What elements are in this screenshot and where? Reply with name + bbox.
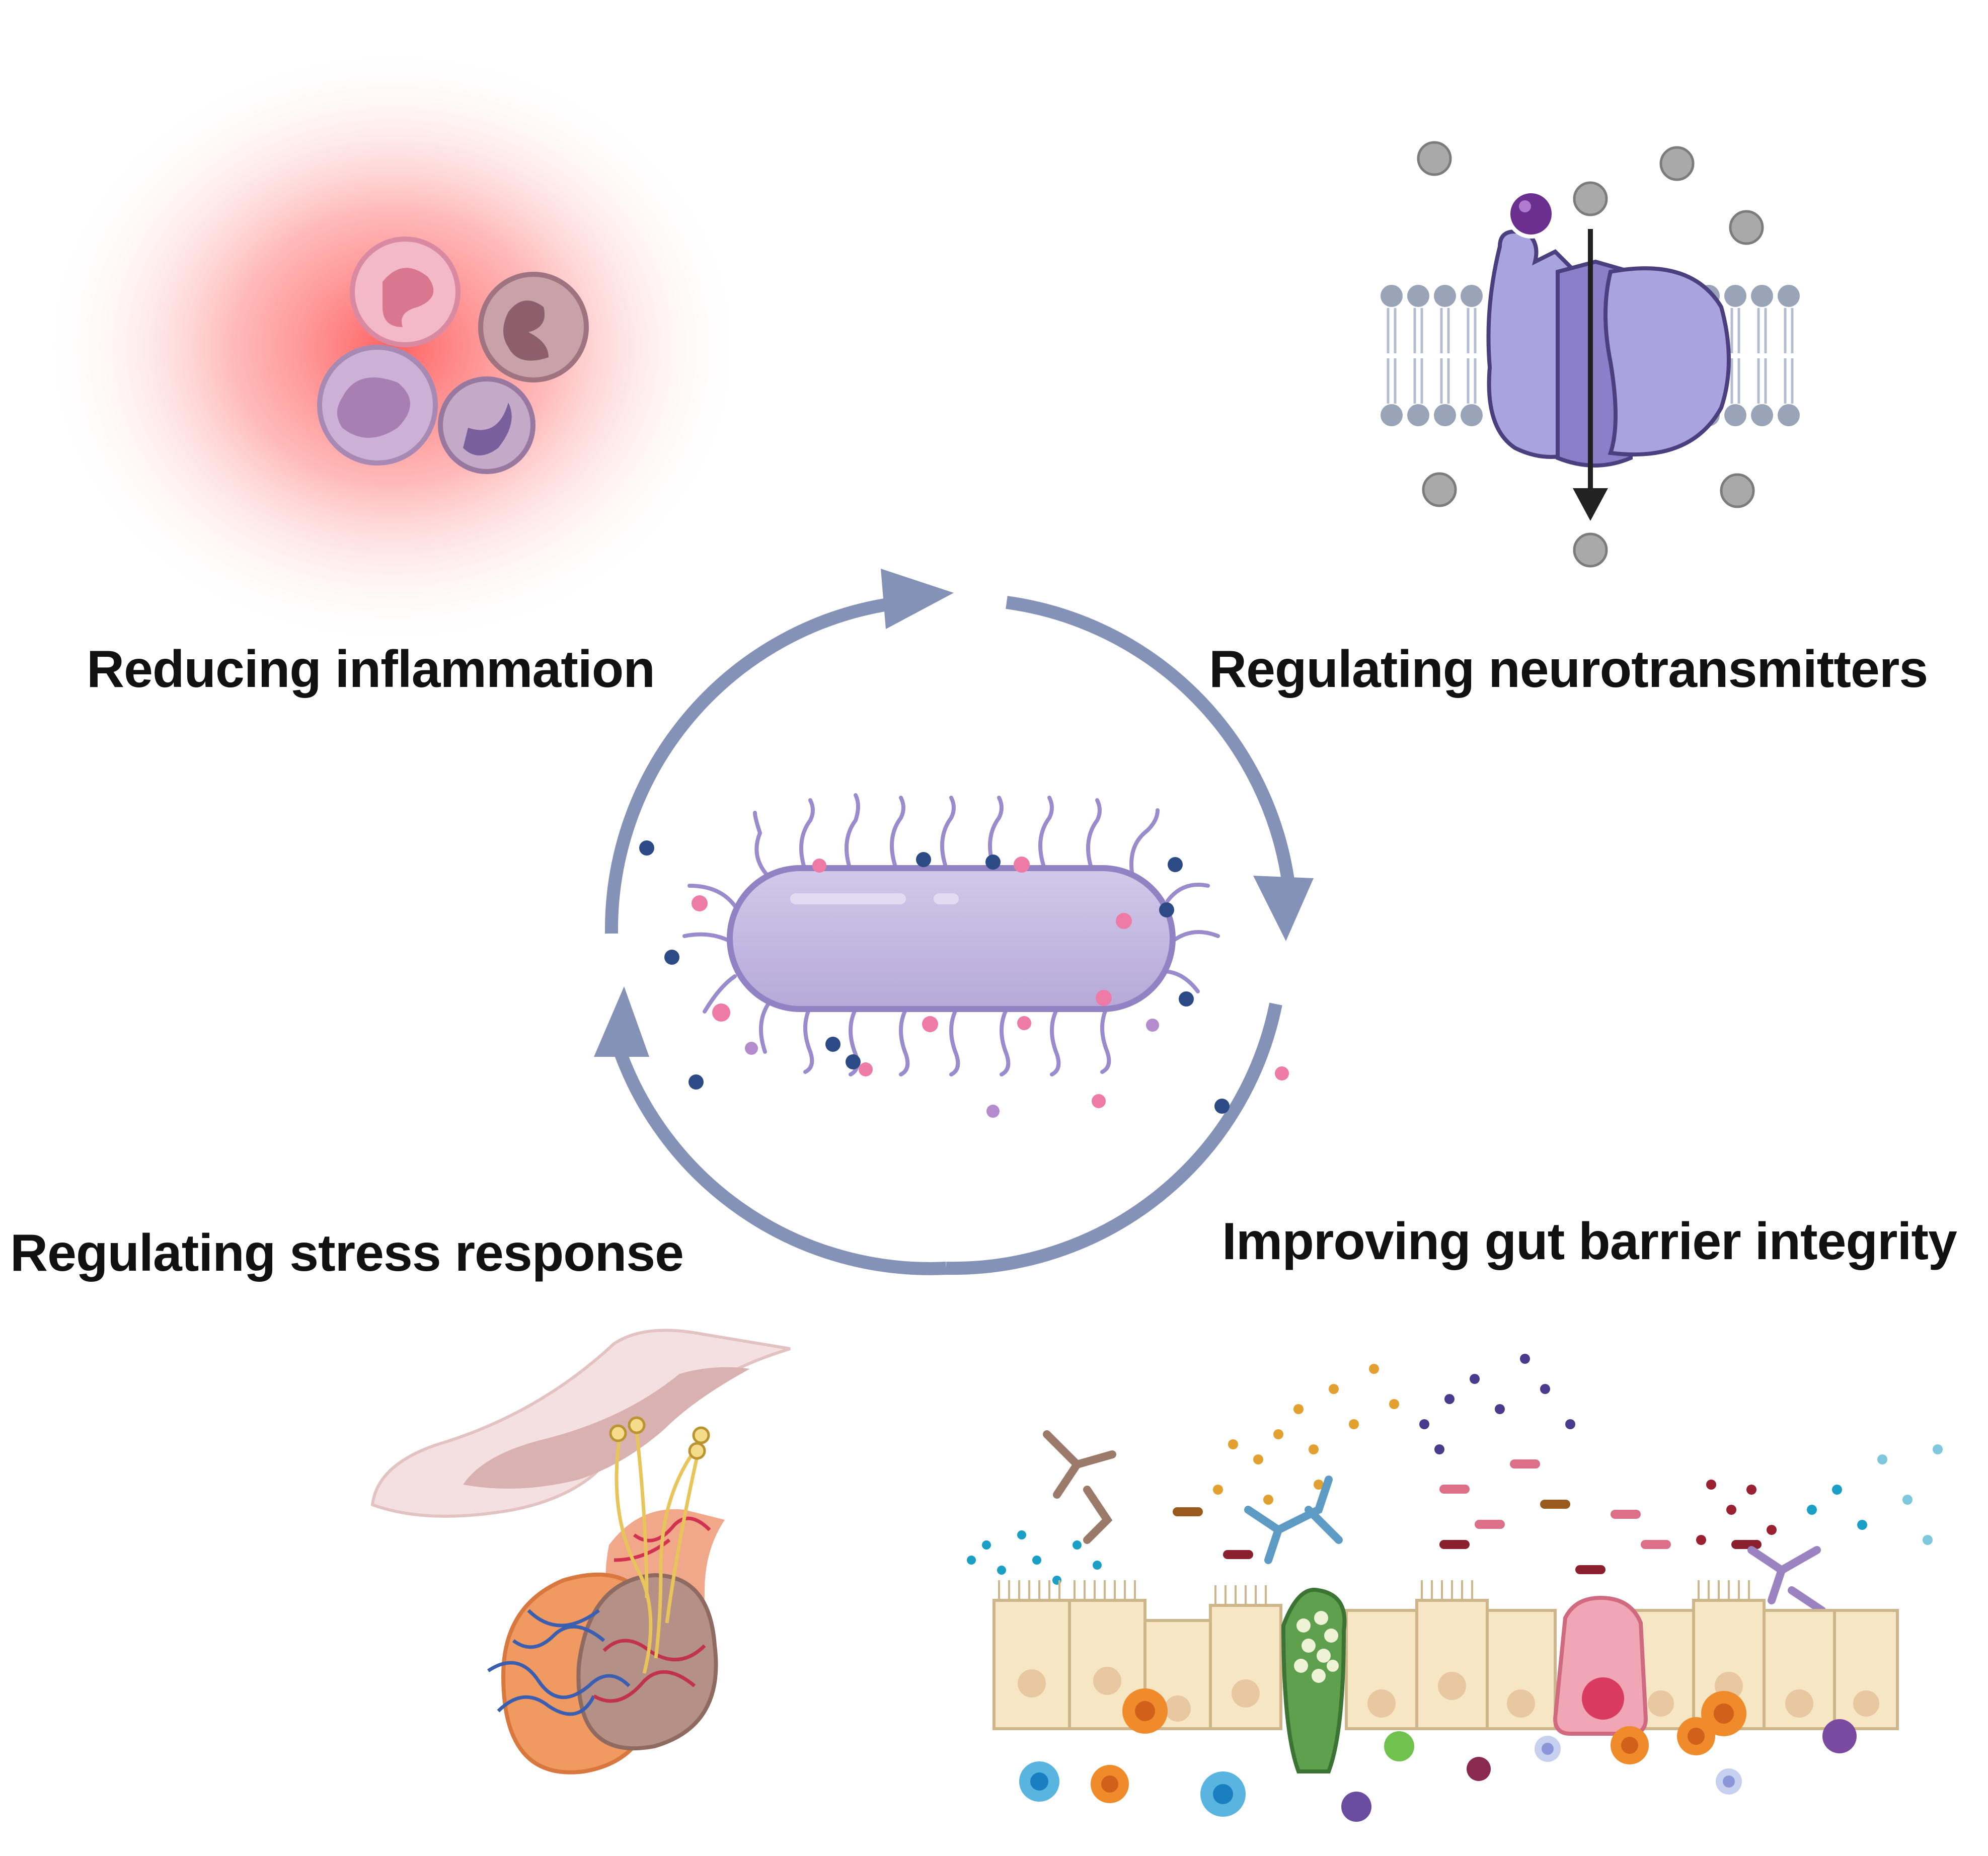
basophil-nucleus bbox=[463, 403, 512, 455]
label-regulating-neurotransmitters: Regulating neurotransmitters bbox=[1209, 640, 1928, 699]
inflammation-illustration bbox=[40, 45, 745, 649]
cycle-arrowhead-right bbox=[1253, 876, 1314, 941]
immune-cells-icon bbox=[317, 237, 589, 474]
immune-cells-lamina-propria bbox=[1019, 1688, 1857, 1822]
eosinophil-nucleus bbox=[503, 300, 549, 361]
neuron-bodies bbox=[609, 1416, 710, 1460]
neutrophil-nucleus bbox=[383, 268, 434, 327]
brain-tissue-outer bbox=[370, 1329, 791, 1518]
bacterium-highlight-small bbox=[934, 893, 959, 904]
mucin-branches bbox=[1043, 1430, 1826, 1614]
brain-tissue-inner bbox=[463, 1367, 750, 1489]
hypothalamus-pituitary-icon bbox=[370, 1329, 791, 1774]
cycle-arrow-top-right bbox=[1006, 596, 1295, 884]
membrane-bottom-leaflet bbox=[1381, 404, 1800, 426]
label-improving-gut-barrier-integrity: Improving gut barrier integrity bbox=[1222, 1212, 1957, 1271]
metabolite-dots bbox=[639, 840, 1289, 1118]
microbes bbox=[1173, 1459, 1762, 1574]
bacterium-flagella bbox=[682, 793, 1220, 1076]
rod-bacterium-icon bbox=[639, 793, 1289, 1118]
goblet-granules bbox=[1294, 1611, 1339, 1683]
basophil-cell bbox=[438, 376, 536, 474]
pituitary-blood-vessels bbox=[487, 1516, 711, 1716]
lipid-tails bbox=[1387, 308, 1794, 404]
label-reducing-inflammation: Reducing inflammation bbox=[87, 640, 655, 699]
cycle-arrowhead-top bbox=[881, 569, 954, 629]
bacterium-highlight bbox=[790, 893, 906, 904]
neurotransmitter-particles bbox=[1417, 141, 1764, 568]
ligand-highlight bbox=[1519, 200, 1531, 212]
bacterium-body bbox=[727, 865, 1176, 1012]
nerve-fibers bbox=[615, 1431, 703, 1674]
channel-protein-right bbox=[1603, 266, 1731, 457]
cycle-arrow-bottom-right bbox=[946, 1002, 1282, 1275]
cycle-arrow-top-left bbox=[604, 597, 892, 934]
paneth-nucleus bbox=[1582, 1677, 1624, 1720]
label-regulating-stress-response: Regulating stress response bbox=[10, 1224, 684, 1282]
cycle-arrowhead-left bbox=[594, 986, 649, 1057]
transport-arrow-head bbox=[1573, 488, 1608, 521]
ion-channel-icon bbox=[1381, 141, 1800, 568]
intestinal-epithelium-icon bbox=[967, 1354, 1943, 1822]
ligand-molecule bbox=[1506, 189, 1556, 239]
lumen-particles bbox=[967, 1354, 1943, 1585]
cycle-arrows bbox=[604, 596, 1295, 1275]
monocyte-nucleus bbox=[337, 377, 410, 438]
microvilli bbox=[998, 1580, 1750, 1605]
cell-nuclei bbox=[1018, 1667, 1879, 1722]
cycle-arrow-bottom-left bbox=[610, 1039, 947, 1275]
